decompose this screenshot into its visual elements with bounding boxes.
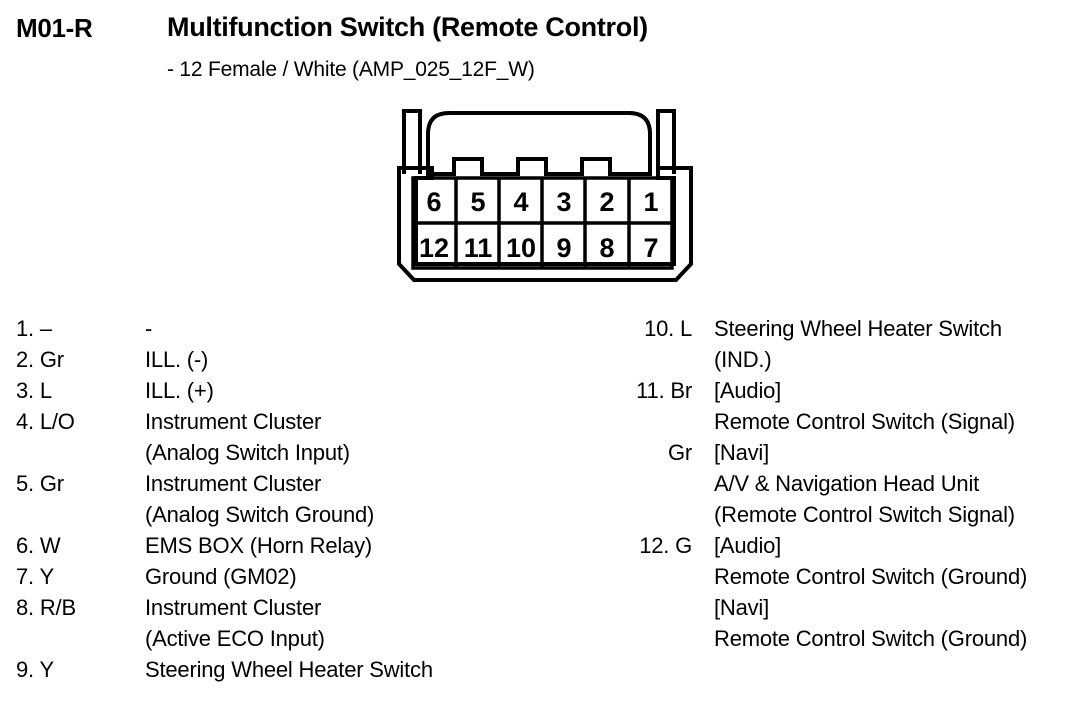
pin-description-line: (Active ECO Input) <box>145 626 325 651</box>
pin-cell: 8 <box>599 233 614 263</box>
connector-latch-icon <box>402 109 676 176</box>
pin-description-line: (IND.) <box>714 347 772 372</box>
pin-row: 6. W EMS BOX (Horn Relay) <box>16 530 556 561</box>
pin-description-line: [Navi] <box>714 440 770 465</box>
pin-label: 9. Y <box>16 657 54 682</box>
pin-cell: 10 <box>506 233 536 263</box>
pin-row: 7. Y Ground (GM02) <box>16 561 556 592</box>
pin-label: 6. W <box>16 533 61 558</box>
pin-cell: 9 <box>556 233 571 263</box>
pin-description-line: Instrument Cluster <box>145 471 322 496</box>
pin-label: 4. L/O <box>16 409 75 434</box>
pin-description-line: - <box>145 316 153 341</box>
pin-row: 2. Gr ILL. (-) <box>16 344 556 375</box>
pin-cell: 7 <box>643 233 658 263</box>
pin-description-line: Remote Control Switch (Signal) <box>714 409 1015 434</box>
pin-description: ILL. (+) <box>145 375 556 406</box>
pin-description-line: [Audio] <box>714 533 782 558</box>
pin-cell: 1 <box>643 187 658 217</box>
pin-cell: 6 <box>426 187 441 217</box>
pin-description-line: ILL. (+) <box>145 378 214 403</box>
pin-description-line: (Analog Switch Input) <box>145 440 350 465</box>
pin-description-line: A/V & Navigation Head Unit <box>714 471 980 496</box>
pin-row: Gr [Navi] A/V & Navigation Head Unit (Remot… <box>568 437 1080 530</box>
pin-description: Instrument Cluster (Analog Switch Input) <box>145 406 556 468</box>
pin-row: 10. L Steering Wheel Heater Switch (IND.) <box>568 313 1080 375</box>
pin-cell: 3 <box>556 187 571 217</box>
pin-numbers: 6 5 4 3 2 1 12 11 10 9 8 7 <box>419 187 659 263</box>
pin-description: Instrument Cluster (Active ECO Input) <box>145 592 556 654</box>
page-title: Multifunction Switch (Remote Control) <box>167 12 648 42</box>
pin-label: 12. G <box>639 533 692 558</box>
pin-description: - <box>145 313 556 344</box>
pin-row: 12. G [Audio] Remote Control Switch (Groun… <box>568 530 1080 654</box>
pin-description-line: (Analog Switch Ground) <box>145 502 375 527</box>
connector-code: M01-R <box>16 13 93 43</box>
pin-description-line: Remote Control Switch (Ground) <box>714 626 1028 651</box>
pin-description-line: Steering Wheel Heater Switch <box>145 657 433 682</box>
pin-description-line: Instrument Cluster <box>145 409 322 434</box>
pin-description-line: [Audio] <box>714 378 782 403</box>
pin-description-line: Instrument Cluster <box>145 595 322 620</box>
pin-description: EMS BOX (Horn Relay) <box>145 530 556 561</box>
connector-diagram: 6 5 4 3 2 1 12 11 10 9 8 7 <box>390 104 700 286</box>
pin-description: ILL. (-) <box>145 344 556 375</box>
pinout-list-left: 1. – - 2. Gr ILL. (-) 3. L ILL. (+) 4. L/O Inst… <box>16 313 556 685</box>
pin-description: Ground (GM02) <box>145 561 556 592</box>
pin-row: 5. Gr Instrument Cluster (Analog Switch Gr… <box>16 468 556 530</box>
pin-description-line: [Navi] <box>714 595 770 620</box>
pin-description: [Audio] Remote Control Switch (Signal) <box>692 375 1080 437</box>
diagram-header: M01-R Multifunction Switch (Remote Contr… <box>0 0 1080 95</box>
pin-description: [Audio] Remote Control Switch (Ground) [Na… <box>692 530 1080 654</box>
pin-cell: 12 <box>419 233 449 263</box>
pin-label: 7. Y <box>16 564 54 589</box>
pin-description-line: Steering Wheel Heater Switch <box>714 316 1002 341</box>
pin-label: 1. – <box>16 316 52 341</box>
pin-cell: 5 <box>470 187 485 217</box>
pin-cell: 2 <box>599 187 614 217</box>
pin-description: Steering Wheel Heater Switch <box>145 654 556 685</box>
pin-cell: 11 <box>464 233 493 263</box>
pin-description-line: (Remote Control Switch Signal) <box>714 502 1015 527</box>
pin-label: 11. Br <box>636 378 692 403</box>
pin-description-line: ILL. (-) <box>145 347 209 372</box>
pin-label: 10. L <box>644 316 692 341</box>
pin-label: 2. Gr <box>16 347 64 372</box>
pin-description: Instrument Cluster (Analog Switch Ground) <box>145 468 556 530</box>
pin-description-line: EMS BOX (Horn Relay) <box>145 533 373 558</box>
pin-label: 3. L <box>16 378 52 403</box>
pin-label: Gr <box>667 440 692 465</box>
pin-label: 8. R/B <box>16 595 76 620</box>
pin-row: 11. Br [Audio] Remote Control Switch (Sign… <box>568 375 1080 437</box>
pin-row: 1. – - <box>16 313 556 344</box>
pin-description-line: Remote Control Switch (Ground) <box>714 564 1028 589</box>
pin-description-line: Ground (GM02) <box>145 564 297 589</box>
pin-row: 9. Y Steering Wheel Heater Switch <box>16 654 556 685</box>
pin-row: 8. R/B Instrument Cluster (Active ECO Inpu… <box>16 592 556 654</box>
pin-grid <box>411 176 674 270</box>
pin-row: 4. L/O Instrument Cluster (Analog Switch I… <box>16 406 556 468</box>
pin-description: [Navi] A/V & Navigation Head Unit (Remote … <box>692 437 1080 530</box>
pin-cell: 4 <box>513 187 528 217</box>
pin-row: 3. L ILL. (+) <box>16 375 556 406</box>
connector-subtitle: - 12 Female / White (AMP_025_12F_W) <box>167 58 535 81</box>
pin-description: Steering Wheel Heater Switch (IND.) <box>692 313 1080 375</box>
pin-label: 5. Gr <box>16 471 64 496</box>
